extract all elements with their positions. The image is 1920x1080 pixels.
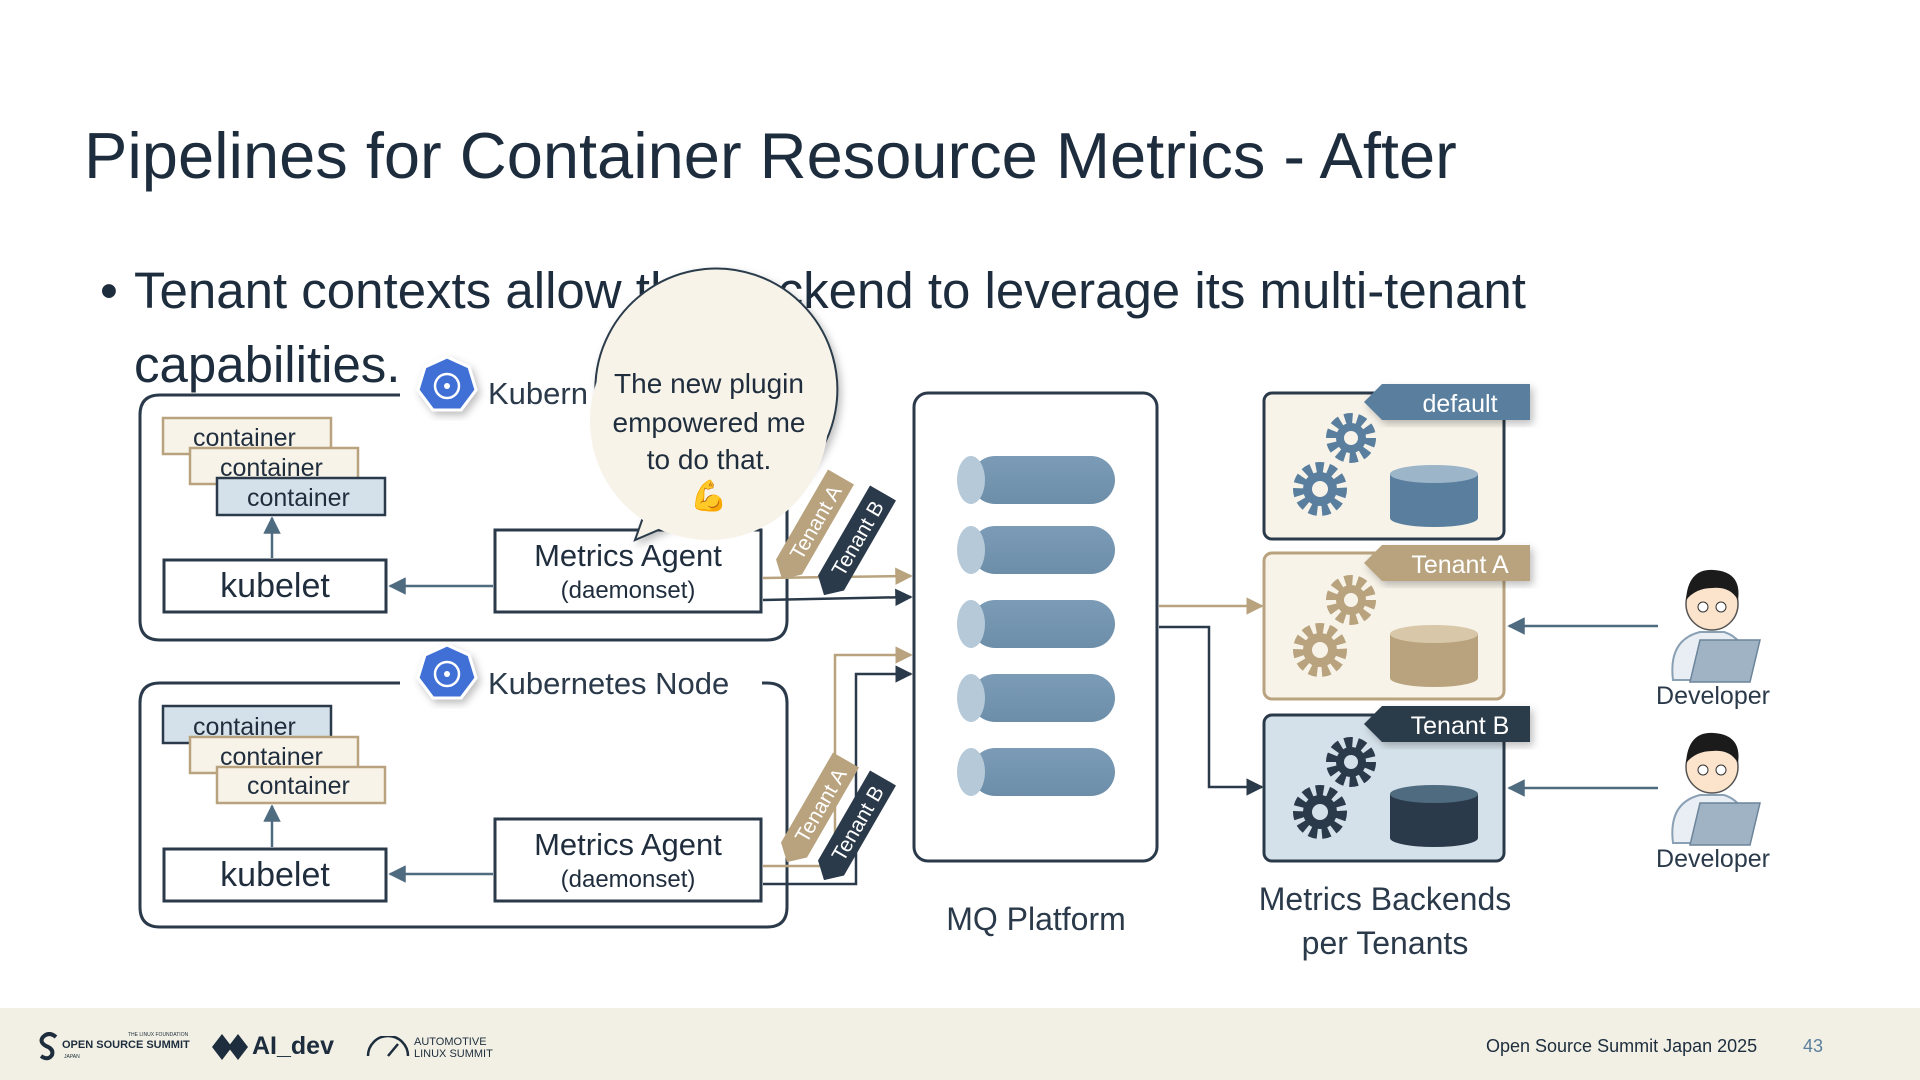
metrics-agent-sublabel: (daemonset) [561, 577, 696, 604]
developer-avatar-icon [1671, 569, 1761, 683]
developer-label: Developer [1656, 845, 1770, 873]
mq-platform [912, 391, 1159, 863]
bullet-text: Tenant contexts allow the backend to lev… [134, 262, 1526, 393]
metrics-agent-sublabel: (daemonset) [561, 866, 696, 893]
backend-tenant-a: Tenant A [1262, 545, 1530, 701]
oss-logo-text: OPEN SOURCE SUMMIT [62, 1039, 190, 1051]
pipeline-diagram: Kubern container container container kub… [138, 267, 1770, 961]
kubelet-box [162, 847, 388, 903]
ai-dev-logo: AI_dev [212, 1030, 342, 1066]
container-stack: container container container [161, 704, 387, 805]
kubernetes-node-bottom: Kubernetes Node container container cont… [138, 643, 789, 929]
event-name: Open Source Summit Japan 2025 [1486, 1036, 1758, 1056]
gear-icon [1293, 575, 1376, 677]
oss-logo: THE LINUX FOUNDATION OPEN SOURCE SUMMIT … [38, 1032, 198, 1068]
kubernetes-icon [416, 355, 478, 412]
container-label: container [247, 772, 350, 800]
mq-platform-label: MQ Platform [946, 901, 1126, 937]
backend-default-label: default [1422, 390, 1497, 418]
backend-tenant-b: Tenant B [1262, 706, 1530, 863]
ai-dev-logo-icon [212, 1034, 248, 1060]
metrics-agent-label: Metrics Agent [534, 538, 722, 573]
backend-tenant-b-label: Tenant B [1411, 712, 1510, 740]
footer: THE LINUX FOUNDATION OPEN SOURCE SUMMIT … [0, 1008, 1920, 1080]
developer-avatar-icon [1671, 732, 1761, 846]
metrics-agent-box [493, 817, 763, 903]
kubernetes-node-top: Kubern container container container kub… [138, 355, 789, 642]
metrics-agent-box [493, 528, 763, 614]
automotive-linux-summit-logo: AUTOMOTIVE LINUX SUMMIT [366, 1030, 516, 1066]
gear-icon [1293, 737, 1376, 839]
database-icon [1390, 625, 1478, 687]
node-label: Kubern [488, 376, 588, 411]
kubernetes-icon [416, 643, 478, 700]
node-label: Kubernetes Node [488, 666, 729, 701]
kubelet-label: kubelet [220, 856, 330, 894]
database-icon [1390, 465, 1478, 527]
queue-cylinder [957, 526, 1115, 574]
queue-cylinder [957, 600, 1115, 648]
oss-logo-icon [39, 1032, 58, 1061]
backend-tenant-a-label: Tenant A [1411, 551, 1509, 579]
automotive-logo-line2: LINUX SUMMIT [414, 1048, 493, 1060]
container-stack: container container container [161, 416, 387, 517]
page-number: 43 [1803, 1036, 1824, 1056]
gear-icon [1293, 413, 1376, 516]
kubelet-box [162, 558, 388, 614]
speedometer-icon [366, 1036, 410, 1057]
kubelet-label: kubelet [220, 567, 330, 605]
queue-cylinder [957, 674, 1115, 722]
slide-title: Pipelines for Container Resource Metrics… [84, 119, 1457, 192]
developer-label: Developer [1656, 682, 1770, 710]
backends-caption-line2: per Tenants [1302, 925, 1469, 961]
speech-bubble-line3: to do that. [647, 444, 772, 475]
ai-dev-logo-text: AI_dev [252, 1032, 334, 1060]
automotive-logo-line1: AUTOMOTIVE [414, 1036, 487, 1048]
speech-bubble: The new plugin empowered me to do that. … [590, 267, 839, 542]
oss-logo-sup: THE LINUX FOUNDATION [128, 1032, 189, 1038]
metrics-agent-label: Metrics Agent [534, 827, 722, 862]
flexed-biceps-icon: 💪 [690, 478, 727, 513]
speech-bubble-line1: The new plugin [614, 368, 804, 399]
backends-caption-line1: Metrics Backends [1259, 881, 1512, 917]
container-label: container [247, 484, 350, 512]
backend-default: default [1262, 384, 1530, 541]
speech-bubble-line2: empowered me [613, 407, 806, 438]
bullet-dot: • [100, 262, 118, 319]
queue-cylinder [957, 456, 1115, 504]
oss-logo-sub: JAPAN [64, 1054, 80, 1060]
queue-cylinder [957, 748, 1115, 796]
database-icon [1390, 785, 1478, 847]
